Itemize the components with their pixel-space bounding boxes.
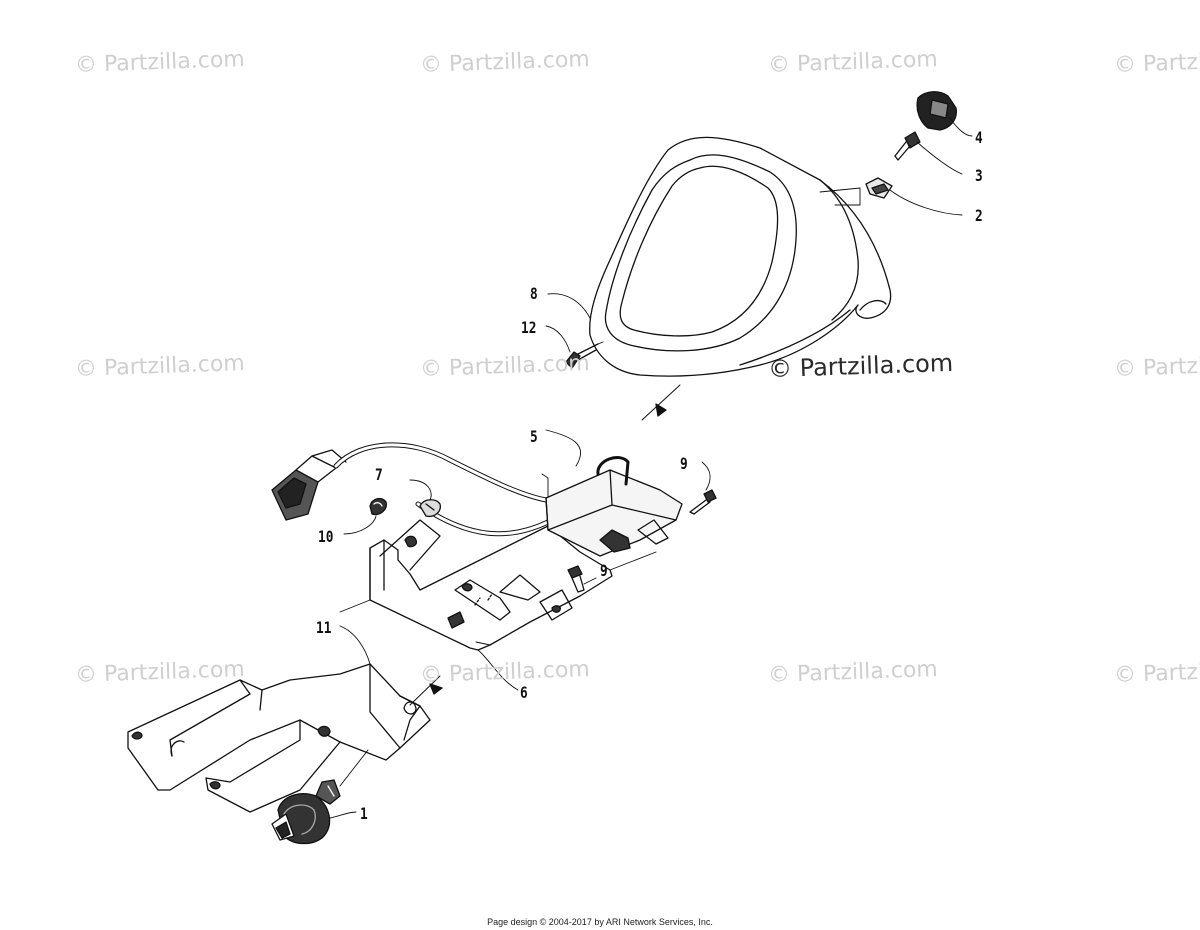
switch-knob-part-4 [916, 91, 973, 137]
callout-9-lower: 9 [600, 561, 608, 580]
callout-3: 3 [975, 166, 983, 185]
callout-1: 1 [360, 804, 368, 823]
switch-part-1 [271, 749, 369, 845]
footer-copyright: Page design © 2004-2017 by ARI Network S… [487, 917, 713, 927]
section-arrow-mid [409, 675, 443, 706]
key-part-3 [894, 131, 963, 175]
nut-part-10 [343, 497, 387, 535]
watermark: © Partzilla.com [1113, 657, 1200, 688]
lower-bracket-part-11 [127, 625, 431, 813]
instrument-pod-part-8 [547, 136, 892, 377]
watermark: © Partzilla.com [1113, 47, 1200, 78]
watermark: © Partzilla.com [1113, 351, 1200, 382]
callout-12: 12 [521, 318, 537, 337]
callout-11: 11 [316, 618, 332, 637]
clip-part-7 [409, 479, 441, 518]
callout-8: 8 [530, 284, 538, 303]
callout-5: 5 [530, 427, 538, 446]
callout-10: 10 [318, 527, 334, 546]
mounting-bracket-part-6 [339, 473, 657, 691]
wiring-harness-part-5 [271, 429, 683, 557]
bolt-part-9-lower [567, 565, 597, 593]
callout-2: 2 [975, 206, 983, 225]
push-rivet-part-12 [545, 325, 604, 369]
section-arrow-upper [641, 384, 681, 421]
callout-7: 7 [375, 465, 383, 484]
callout-9-upper: 9 [680, 454, 688, 473]
grommet-part-2 [819, 177, 963, 216]
callout-6: 6 [520, 683, 528, 702]
callout-4: 4 [975, 128, 983, 147]
bolt-part-9-upper [689, 461, 717, 515]
